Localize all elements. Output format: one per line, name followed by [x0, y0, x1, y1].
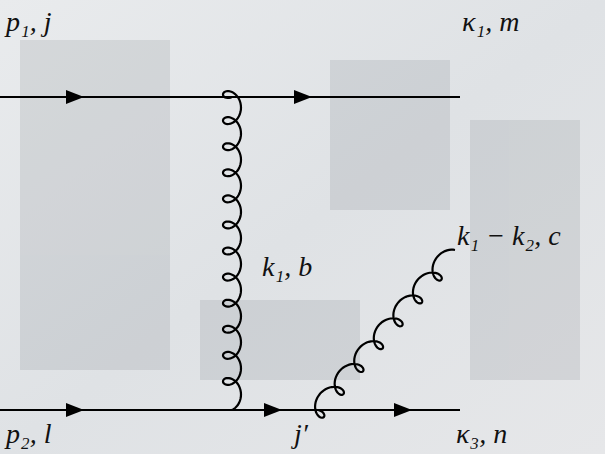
momentum-label: κ₃, n — [456, 420, 507, 448]
momentum-label: k₁, b — [262, 253, 312, 281]
momentum-label: k₁ − k₂, c — [457, 222, 561, 250]
momentum-label: κ₁, m — [462, 8, 519, 36]
photo-texture — [20, 40, 580, 380]
arrowhead — [294, 90, 312, 104]
gluon-line — [315, 250, 455, 418]
arrowhead — [66, 403, 84, 417]
arrowhead — [66, 90, 84, 104]
momentum-label: p₁, j — [6, 8, 52, 36]
color-index-label: j′ — [294, 420, 308, 448]
arrowhead — [264, 403, 282, 417]
arrowhead — [394, 403, 412, 417]
gluon-line — [223, 91, 241, 410]
momentum-label: p₂, l — [6, 420, 52, 448]
